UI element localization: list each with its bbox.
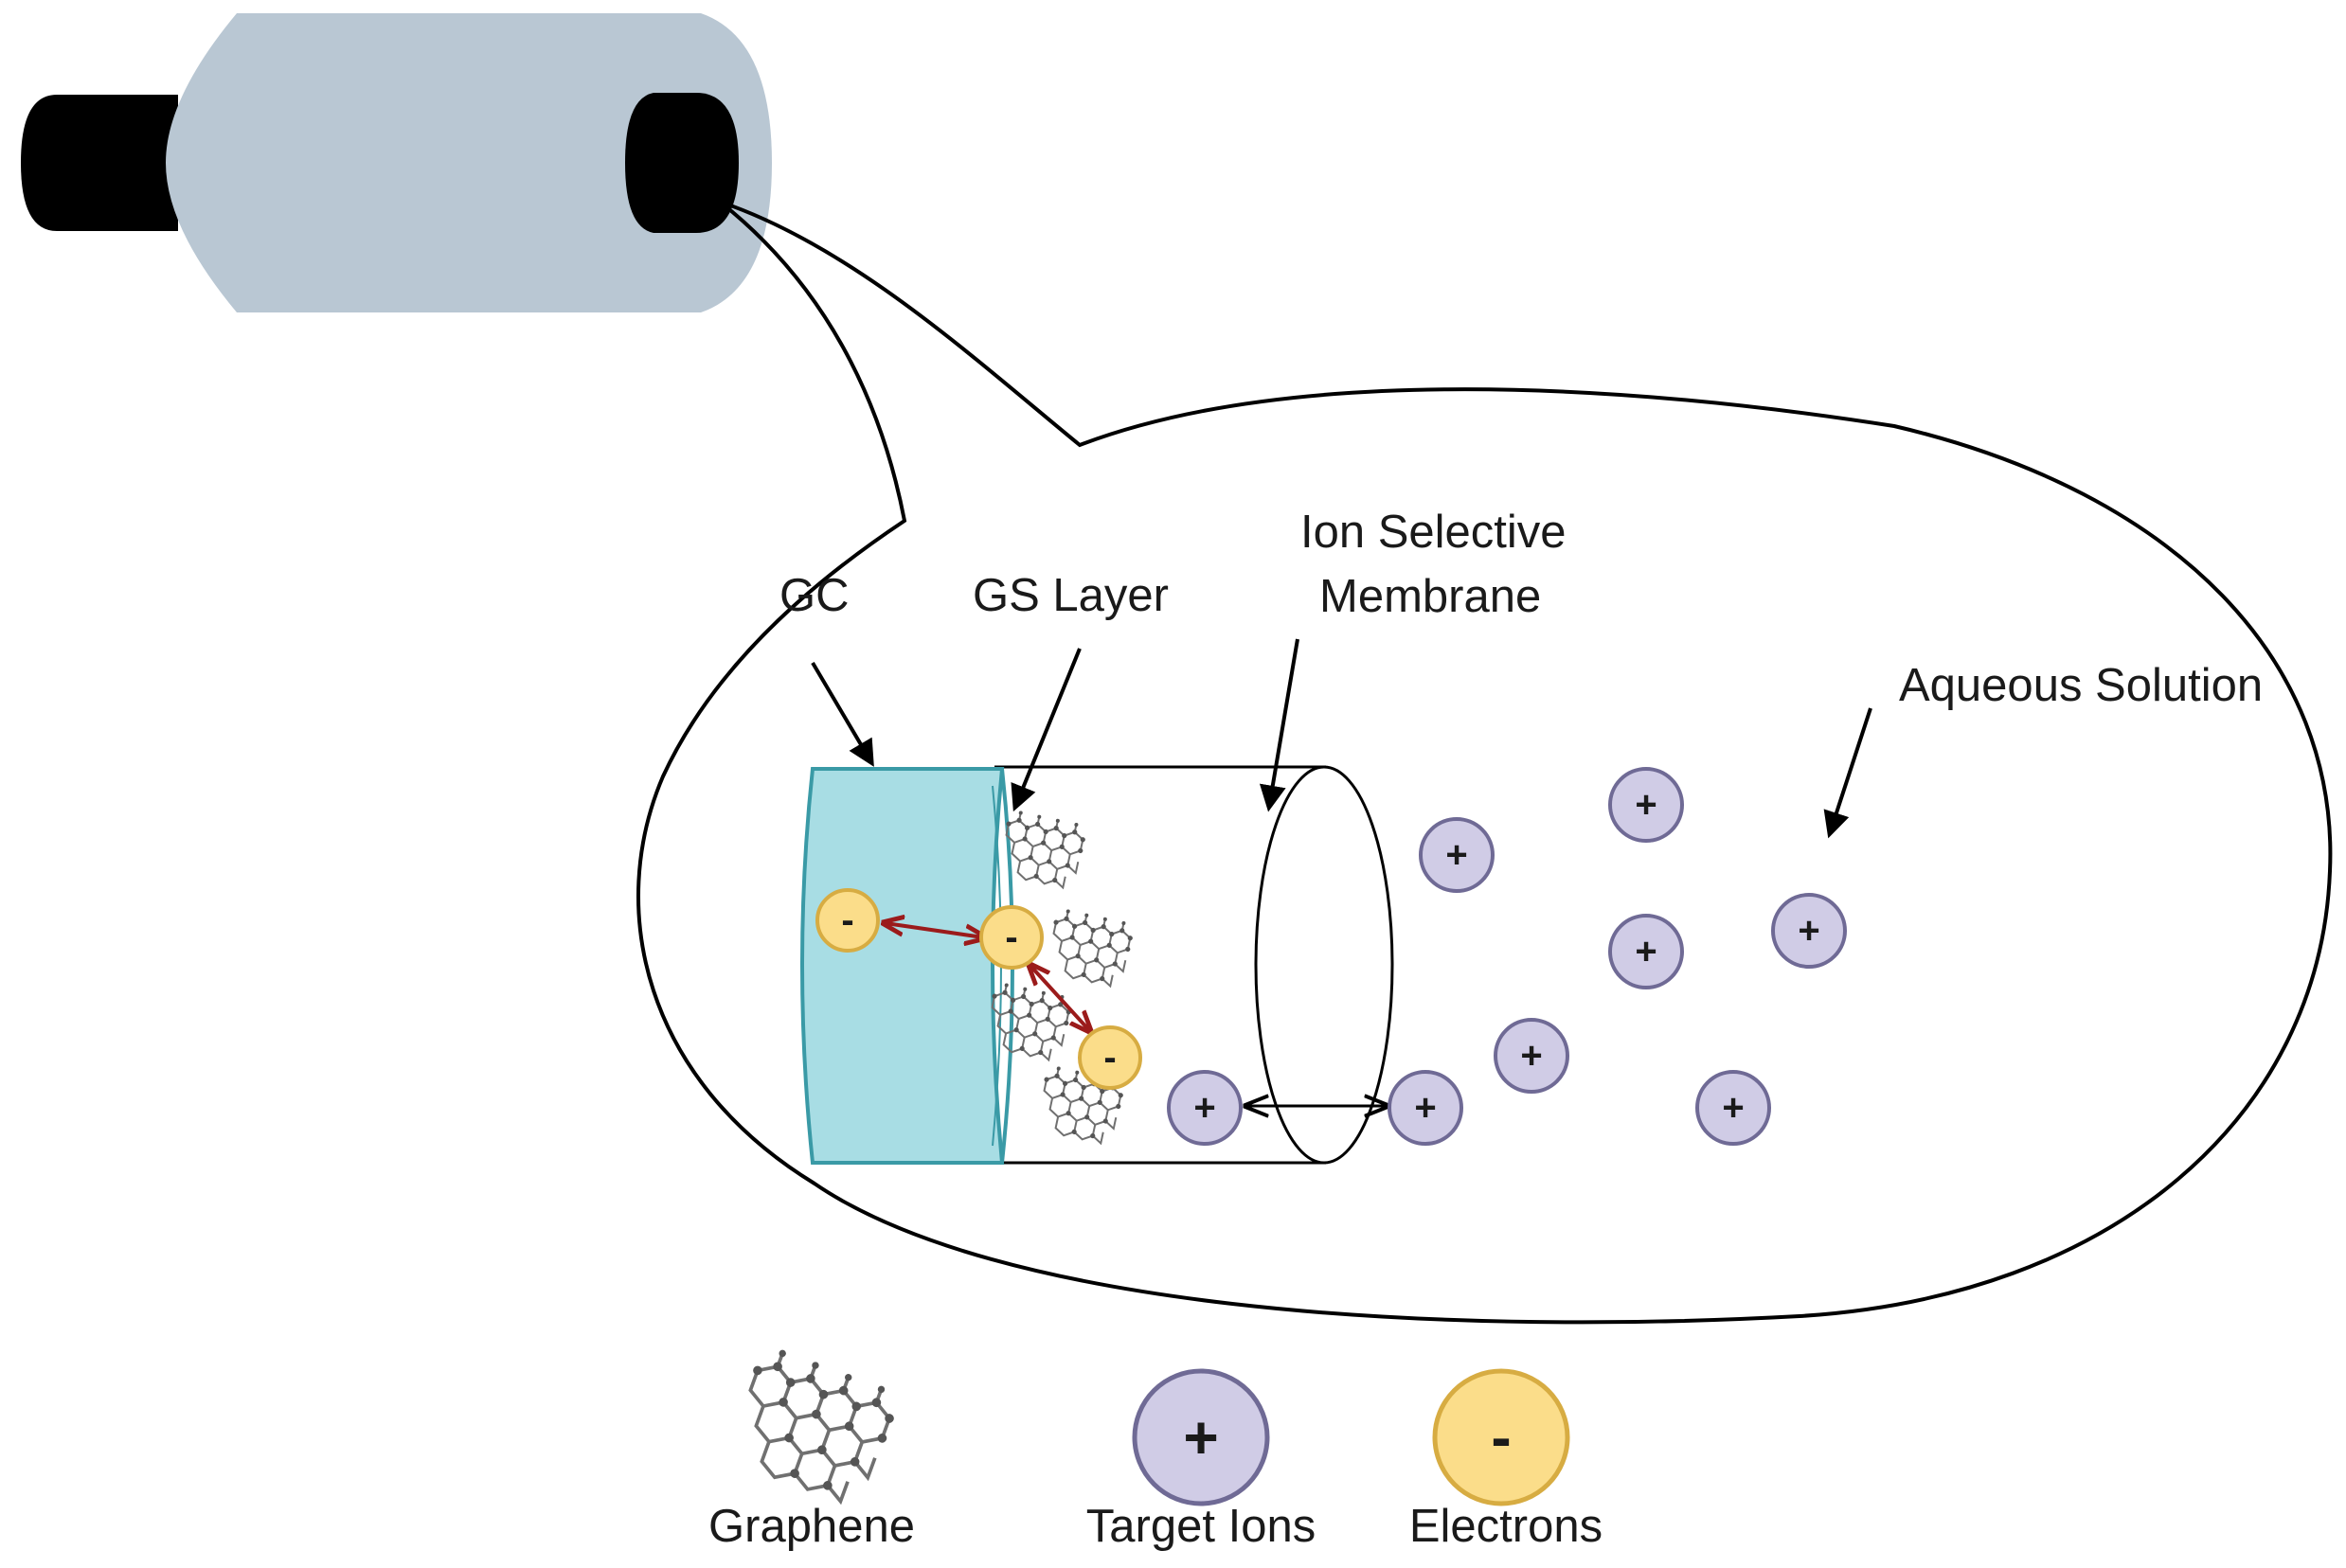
electrode-body — [166, 13, 772, 312]
legend-graphene: Graphene — [708, 1343, 915, 1552]
target-ion: + — [1494, 1018, 1569, 1094]
target-ion: + — [1419, 817, 1495, 893]
plus-circle-icon — [1132, 1368, 1270, 1506]
ion-selective-membrane — [994, 765, 1394, 1165]
gs-layer-label: GS Layer — [973, 570, 1169, 621]
aqueous-solution-label: Aqueous Solution — [1899, 660, 2263, 711]
legend-target-ions-label: Target Ions — [1086, 1501, 1316, 1552]
target-ion: + — [1608, 767, 1684, 843]
membrane-pointer-arrow — [1259, 638, 1299, 812]
target-ion: + — [1388, 1070, 1463, 1146]
ion-sign: + — [1635, 931, 1657, 972]
legend-target-ions: + Target Ions — [1086, 1368, 1316, 1552]
electron-particle: - — [979, 905, 1044, 970]
gs-layer — [980, 807, 1137, 1148]
minus-circle-icon — [1432, 1368, 1570, 1506]
electrode — [21, 13, 772, 312]
target-ion: + — [1167, 1070, 1243, 1146]
gs-layer-pointer-arrow — [1011, 648, 1082, 812]
gc-label: GC — [779, 570, 850, 621]
legend-graphene-label: Graphene — [708, 1501, 915, 1552]
electron-sign: - — [1005, 917, 1017, 958]
target-ion: + — [1695, 1070, 1771, 1146]
electrode-front-tip — [625, 93, 739, 233]
membrane-end-face — [1254, 765, 1394, 1165]
graphene-sheet-icon — [721, 1343, 903, 1509]
ion-sign: + — [1520, 1035, 1542, 1077]
legend: Graphene + Target Ions - Electrons — [708, 1343, 1603, 1552]
electron-transfer-arrows — [886, 923, 1089, 1030]
callout-bubble — [636, 200, 2333, 1325]
legend-electrons-label: Electrons — [1409, 1501, 1603, 1552]
ion-sign: + — [1635, 784, 1657, 826]
glassy-carbon-disk — [800, 767, 1014, 1165]
electron-particle: - — [1078, 1025, 1142, 1090]
membrane-label-line1: Ion Selective — [1300, 507, 1567, 558]
legend-ion-sign: + — [1183, 1403, 1218, 1471]
electron-sign: - — [1103, 1037, 1116, 1078]
electrode-back-tip — [21, 95, 178, 231]
target-ion: + — [1608, 914, 1684, 989]
legend-electron-sign: - — [1491, 1403, 1511, 1471]
graphene-sheet — [1042, 905, 1137, 990]
gc-pointer-arrow — [811, 661, 874, 767]
ion-sign: + — [1193, 1087, 1215, 1129]
target-ion: + — [1771, 893, 1847, 969]
electron-particle: - — [815, 888, 880, 953]
ion-sign: + — [1722, 1087, 1744, 1129]
legend-electrons: - Electrons — [1409, 1368, 1603, 1552]
membrane-label-line2: Membrane — [1319, 571, 1541, 622]
ion-sign: + — [1798, 910, 1819, 952]
ion-sign: + — [1445, 834, 1467, 876]
ion-sign: + — [1414, 1087, 1436, 1129]
electron-sign: - — [841, 900, 853, 941]
aqueous-pointer-arrow — [1823, 707, 1872, 839]
